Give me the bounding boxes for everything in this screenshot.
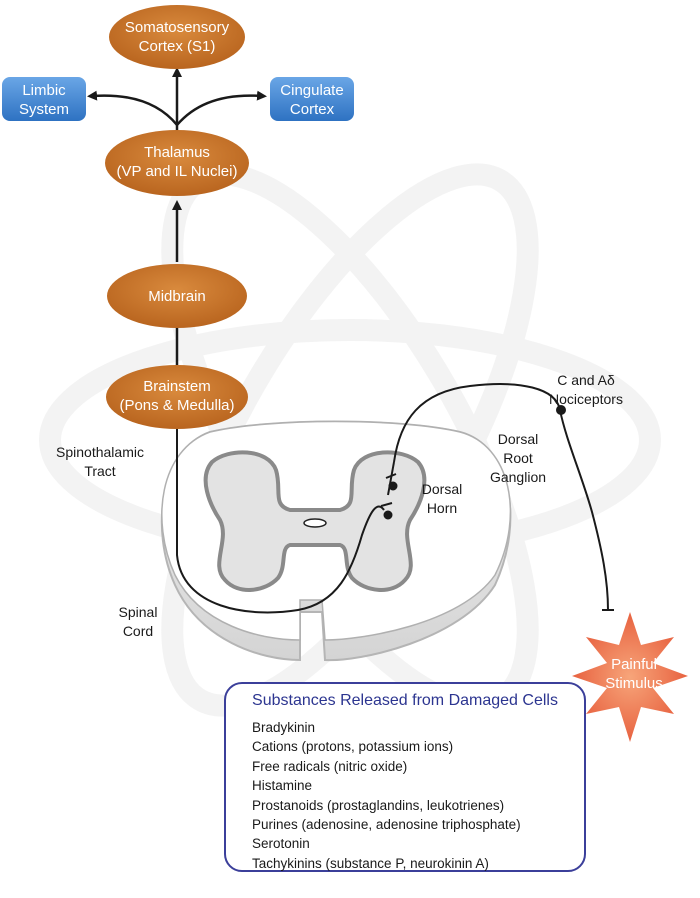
synapse-dot-2: [388, 481, 398, 491]
svg-text:Dorsal: Dorsal: [422, 481, 462, 497]
list-item: Serotonin: [252, 836, 310, 852]
svg-text:Nociceptors: Nociceptors: [549, 391, 623, 407]
svg-text:Cord: Cord: [123, 623, 153, 639]
node-midbrain: Midbrain: [107, 264, 247, 328]
label-spinal-cord: Spinal Cord: [119, 604, 158, 639]
svg-text:Stimulus: Stimulus: [605, 675, 663, 692]
svg-text:Tract: Tract: [84, 463, 115, 479]
central-canal: [303, 518, 327, 528]
node-brainstem-line-1: Brainstem: [143, 378, 211, 395]
svg-text:Horn: Horn: [427, 500, 457, 516]
node-limbic-line-1: Limbic: [22, 82, 66, 99]
svg-text:Root: Root: [503, 450, 533, 466]
svg-text:Ganglion: Ganglion: [490, 469, 546, 485]
node-brainstem-line-2: (Pons & Medulla): [119, 397, 234, 414]
label-spinothalamic-tract: Spinothalamic Tract: [56, 444, 144, 479]
node-s1-line-2: Cortex (S1): [139, 38, 216, 55]
painful-stimulus-star: [572, 612, 688, 742]
label-dorsal-horn: Dorsal Horn: [422, 481, 462, 516]
pathway-arrows: [87, 67, 267, 370]
node-cingulate-cortex: Cingulate Cortex: [270, 77, 354, 121]
substances-list: Bradykinin Cations (protons, potassium i…: [252, 718, 521, 873]
list-item: Purines (adenosine, adenosine triphospha…: [252, 817, 521, 833]
node-thalamus-line-2: (VP and IL Nuclei): [117, 163, 238, 180]
spinothalamic-tract-line: [176, 420, 385, 614]
synapse-terminal-1: [380, 502, 393, 507]
node-somatosensory-cortex: Somatosensory Cortex (S1): [109, 5, 245, 69]
arrow-thalamus-to-cingulate: [176, 90, 267, 126]
list-item: Free radicals (nitric oxide): [252, 758, 408, 774]
label-nociceptors: C and Aδ Nociceptors: [549, 372, 623, 407]
arrow-thalamus-to-limbic: [87, 90, 178, 126]
dorsal-root-ganglion-dot: [556, 405, 566, 415]
label-painful-stimulus: Painful Stimulus: [605, 656, 663, 692]
node-thalamus-line-1: Thalamus: [144, 144, 210, 161]
neural-pathway: [176, 383, 614, 614]
substances-title: Substances Released from Damaged Cells: [252, 692, 558, 709]
svg-text:Spinothalamic: Spinothalamic: [56, 444, 144, 460]
node-cingulate-line-1: Cingulate: [280, 82, 343, 99]
list-item: Prostanoids (prostaglandins, leukotriene…: [252, 797, 505, 813]
svg-text:Painful: Painful: [611, 656, 657, 673]
svg-text:C and Aδ: C and Aδ: [557, 372, 615, 388]
node-cingulate-line-2: Cortex: [290, 101, 335, 118]
node-limbic-system: Limbic System: [2, 77, 86, 121]
svg-text:Dorsal: Dorsal: [498, 431, 538, 447]
node-midbrain-label: Midbrain: [148, 288, 206, 305]
list-item: Cations (protons, potassium ions): [252, 739, 454, 755]
svg-text:Spinal: Spinal: [119, 604, 158, 620]
node-limbic-line-2: System: [19, 101, 69, 118]
substances-panel: Substances Released from Damaged Cells B…: [224, 682, 586, 872]
node-brainstem: Brainstem (Pons & Medulla): [106, 365, 248, 429]
label-dorsal-root-ganglion: Dorsal Root Ganglion: [490, 431, 546, 485]
spinal-cord: [160, 420, 512, 662]
node-thalamus: Thalamus (VP and IL Nuclei): [105, 130, 249, 196]
list-item: Tachykinins (substance P, neurokinin A): [252, 855, 489, 871]
list-item: Histamine: [252, 778, 313, 794]
node-s1-line-1: Somatosensory: [125, 19, 230, 36]
list-item: Bradykinin: [252, 720, 316, 735]
synapse-dot-1: [383, 510, 393, 520]
